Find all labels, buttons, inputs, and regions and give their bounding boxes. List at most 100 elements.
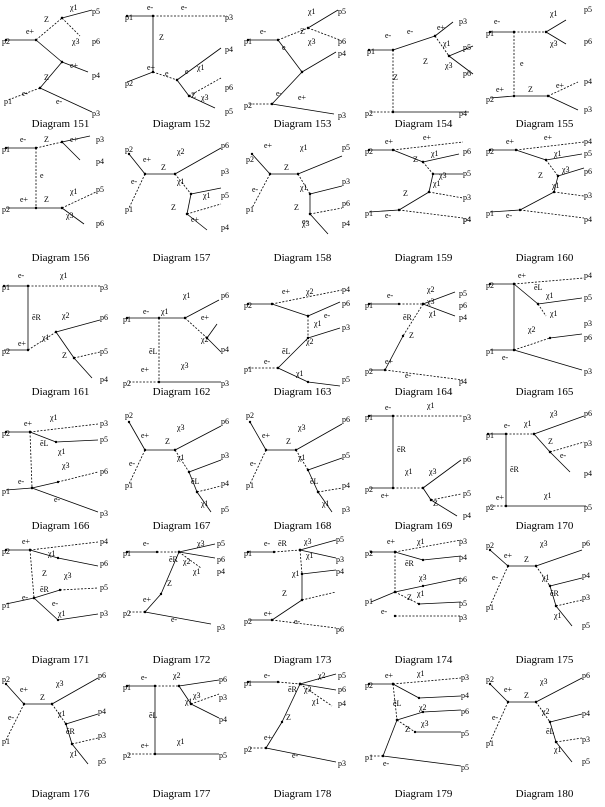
propagator-line bbox=[553, 191, 585, 197]
particle-label: χ3 bbox=[71, 37, 80, 46]
propagator-line bbox=[549, 333, 583, 339]
particle-label: e- bbox=[181, 3, 188, 12]
particle-label: p2 bbox=[365, 681, 373, 690]
propagator-line bbox=[297, 155, 343, 175]
vertex-dot bbox=[246, 38, 250, 42]
propagator-line bbox=[128, 421, 146, 451]
particle-label: e- bbox=[131, 177, 138, 186]
vertex-dot bbox=[34, 146, 38, 150]
particle-label: Z bbox=[167, 579, 172, 588]
propagator-line bbox=[277, 337, 309, 369]
propagator-line bbox=[422, 161, 434, 175]
particle-label: ẽL bbox=[282, 347, 291, 356]
particle-label: p1 bbox=[2, 737, 10, 746]
vertex-dot bbox=[157, 316, 161, 320]
particle-label: χ1 bbox=[69, 749, 78, 758]
propagator-line bbox=[422, 577, 462, 587]
particle-label: χ2 bbox=[426, 285, 435, 294]
propagator-line bbox=[176, 79, 190, 97]
particle-label: χ2 bbox=[305, 337, 314, 346]
particle-label: χ1 bbox=[313, 319, 322, 328]
diagram-caption: Diagram 169 bbox=[394, 520, 453, 532]
particle-label: χ3 bbox=[549, 409, 558, 418]
particle-label: p4 bbox=[225, 45, 233, 54]
propagator-line bbox=[29, 549, 59, 559]
propagator-line bbox=[299, 549, 337, 559]
particle-label: e bbox=[282, 43, 286, 52]
diagram-caption: Diagram 172 bbox=[152, 654, 211, 666]
particle-label: e+ bbox=[22, 537, 31, 546]
particle-label: e- bbox=[506, 211, 513, 220]
particle-label: p3 bbox=[98, 731, 106, 740]
propagator-line bbox=[57, 471, 99, 483]
particle-label: χ3 bbox=[176, 423, 185, 432]
particle-label: χ3 bbox=[180, 361, 189, 370]
vertex-dot bbox=[300, 572, 304, 576]
vertex-dot bbox=[506, 564, 510, 568]
propagator-line bbox=[396, 711, 424, 721]
propagator-line bbox=[176, 47, 222, 81]
particle-label: e bbox=[40, 171, 44, 180]
propagator-line bbox=[549, 585, 557, 607]
propagator-line bbox=[422, 487, 432, 501]
particle-label: p3 bbox=[221, 167, 229, 176]
particle-label: χ1 bbox=[543, 491, 552, 500]
diagram-caption: Diagram 173 bbox=[273, 654, 332, 666]
particle-label: p2 bbox=[486, 503, 494, 512]
particle-label: Z bbox=[44, 195, 49, 204]
propagator-line bbox=[144, 593, 162, 613]
particle-label: p5 bbox=[459, 289, 467, 298]
vertex-dot bbox=[421, 584, 425, 588]
particle-label: p4 bbox=[584, 77, 592, 86]
particle-label: p4 bbox=[459, 313, 467, 322]
propagator-line bbox=[555, 599, 583, 607]
propagator-line bbox=[65, 723, 73, 745]
vertex-dot bbox=[391, 110, 395, 114]
propagator-line bbox=[61, 9, 93, 19]
particle-label: e+ bbox=[201, 313, 210, 322]
vertex-dot bbox=[512, 30, 516, 34]
propagator-line bbox=[265, 747, 337, 763]
particle-label: χ2 bbox=[172, 671, 181, 680]
particle-label: p3 bbox=[100, 509, 108, 518]
particle-label: e- bbox=[407, 27, 414, 36]
particle-label: e+ bbox=[26, 27, 35, 36]
vertex-dot bbox=[125, 316, 129, 320]
propagator-line bbox=[178, 679, 220, 687]
particle-label: χ1 bbox=[59, 271, 68, 280]
propagator-line bbox=[7, 87, 41, 101]
propagator-line bbox=[271, 71, 303, 105]
particle-label: Z bbox=[44, 135, 49, 144]
particle-label: p5 bbox=[336, 536, 344, 544]
particle-label: p3 bbox=[584, 439, 592, 448]
particle-label: e- bbox=[52, 599, 59, 608]
particle-label: χ3 bbox=[420, 719, 429, 728]
vertex-dot bbox=[395, 718, 399, 722]
particle-label: χ1 bbox=[176, 177, 185, 186]
propagator-line bbox=[307, 457, 343, 471]
vertex-dot bbox=[298, 682, 302, 686]
particle-label: p1 bbox=[367, 47, 375, 56]
particle-label: e+ bbox=[518, 271, 527, 280]
propagator-line bbox=[249, 449, 267, 485]
particle-label: e+ bbox=[506, 137, 515, 146]
particle-label: p4 bbox=[582, 571, 590, 580]
particle-label: p1 bbox=[123, 315, 131, 324]
vertex-dot bbox=[56, 480, 60, 484]
particle-label: p2 bbox=[2, 347, 10, 356]
particle-label: p5 bbox=[342, 451, 350, 460]
vertex-dot bbox=[143, 610, 147, 614]
particle-label: χ1 bbox=[176, 453, 185, 462]
vertex-dot bbox=[195, 490, 199, 494]
particle-label: p6 bbox=[96, 219, 104, 228]
diagram-caption: Diagram 154 bbox=[394, 118, 453, 130]
